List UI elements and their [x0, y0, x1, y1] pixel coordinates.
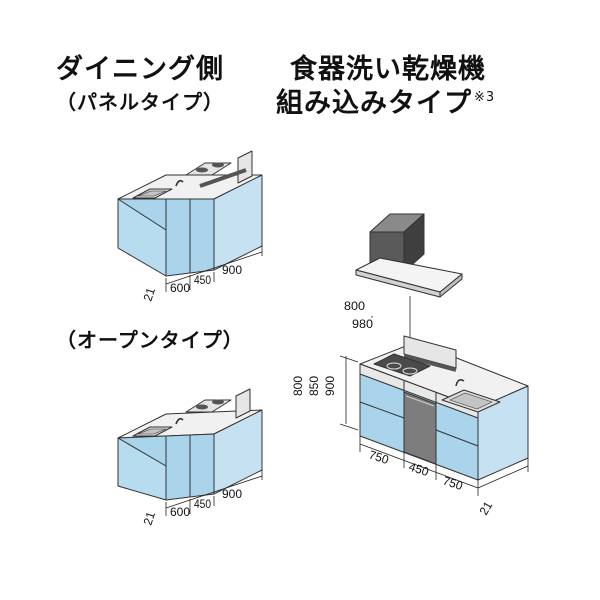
height-dimension [339, 355, 359, 431]
dw-control-strip [359, 363, 479, 419]
panel-dimension-lines [165, 244, 263, 292]
panel-faucet [175, 179, 184, 187]
height-dim-b: 850 [307, 376, 321, 396]
panel-type-kitchen [117, 150, 263, 277]
open-back-guard [235, 388, 251, 419]
panel-dim-3: 450 [194, 274, 211, 287]
width-dim-3: 750 [441, 474, 465, 494]
open-type-kitchen [117, 388, 263, 501]
panel-dim-4: 900 [222, 263, 242, 277]
open-dim-4: 900 [222, 487, 242, 501]
height-dim-a: 800 [291, 376, 305, 396]
panel-dim-1: 21 [141, 286, 159, 303]
dw-faucet [455, 379, 465, 387]
open-dimension-lines [165, 468, 263, 516]
dishwasher-subtitle: 組み込みタイプ※3 [276, 90, 495, 117]
panel-dim-2: 600 [170, 281, 190, 295]
open-dim-2: 600 [170, 505, 190, 519]
open-faucet [175, 417, 184, 425]
hood-dim-separator: · [370, 309, 374, 323]
side-dim: 21 [476, 499, 495, 518]
dishwasher-kitchen [359, 335, 529, 481]
open-cooktop [185, 399, 232, 413]
width-dim-2: 450 [407, 460, 431, 480]
dishwasher-title: 食器洗い乾燥機 [290, 54, 486, 85]
width-dim-1: 750 [367, 448, 391, 468]
panel-type-subtitle: （パネルタイプ） [56, 90, 224, 114]
open-dim-1: 21 [141, 510, 159, 527]
open-type-title: （オープンタイプ） [56, 328, 244, 352]
dining-side-title: ダイニング側 [56, 54, 224, 85]
footnote-mark: ※3 [474, 90, 496, 105]
panel-cooktop [185, 162, 232, 176]
open-dim-3: 450 [194, 498, 211, 511]
height-dim-c: 900 [323, 376, 337, 396]
range-hood [355, 213, 463, 298]
dishwasher-subtitle-text: 組み込みタイプ [276, 88, 472, 119]
dw-cooktop [373, 353, 431, 377]
hood-dim-a: 800 [344, 299, 365, 313]
hood-dim-b: 980 [352, 317, 373, 331]
dishwasher-door [403, 391, 437, 465]
width-dimension [359, 436, 529, 496]
